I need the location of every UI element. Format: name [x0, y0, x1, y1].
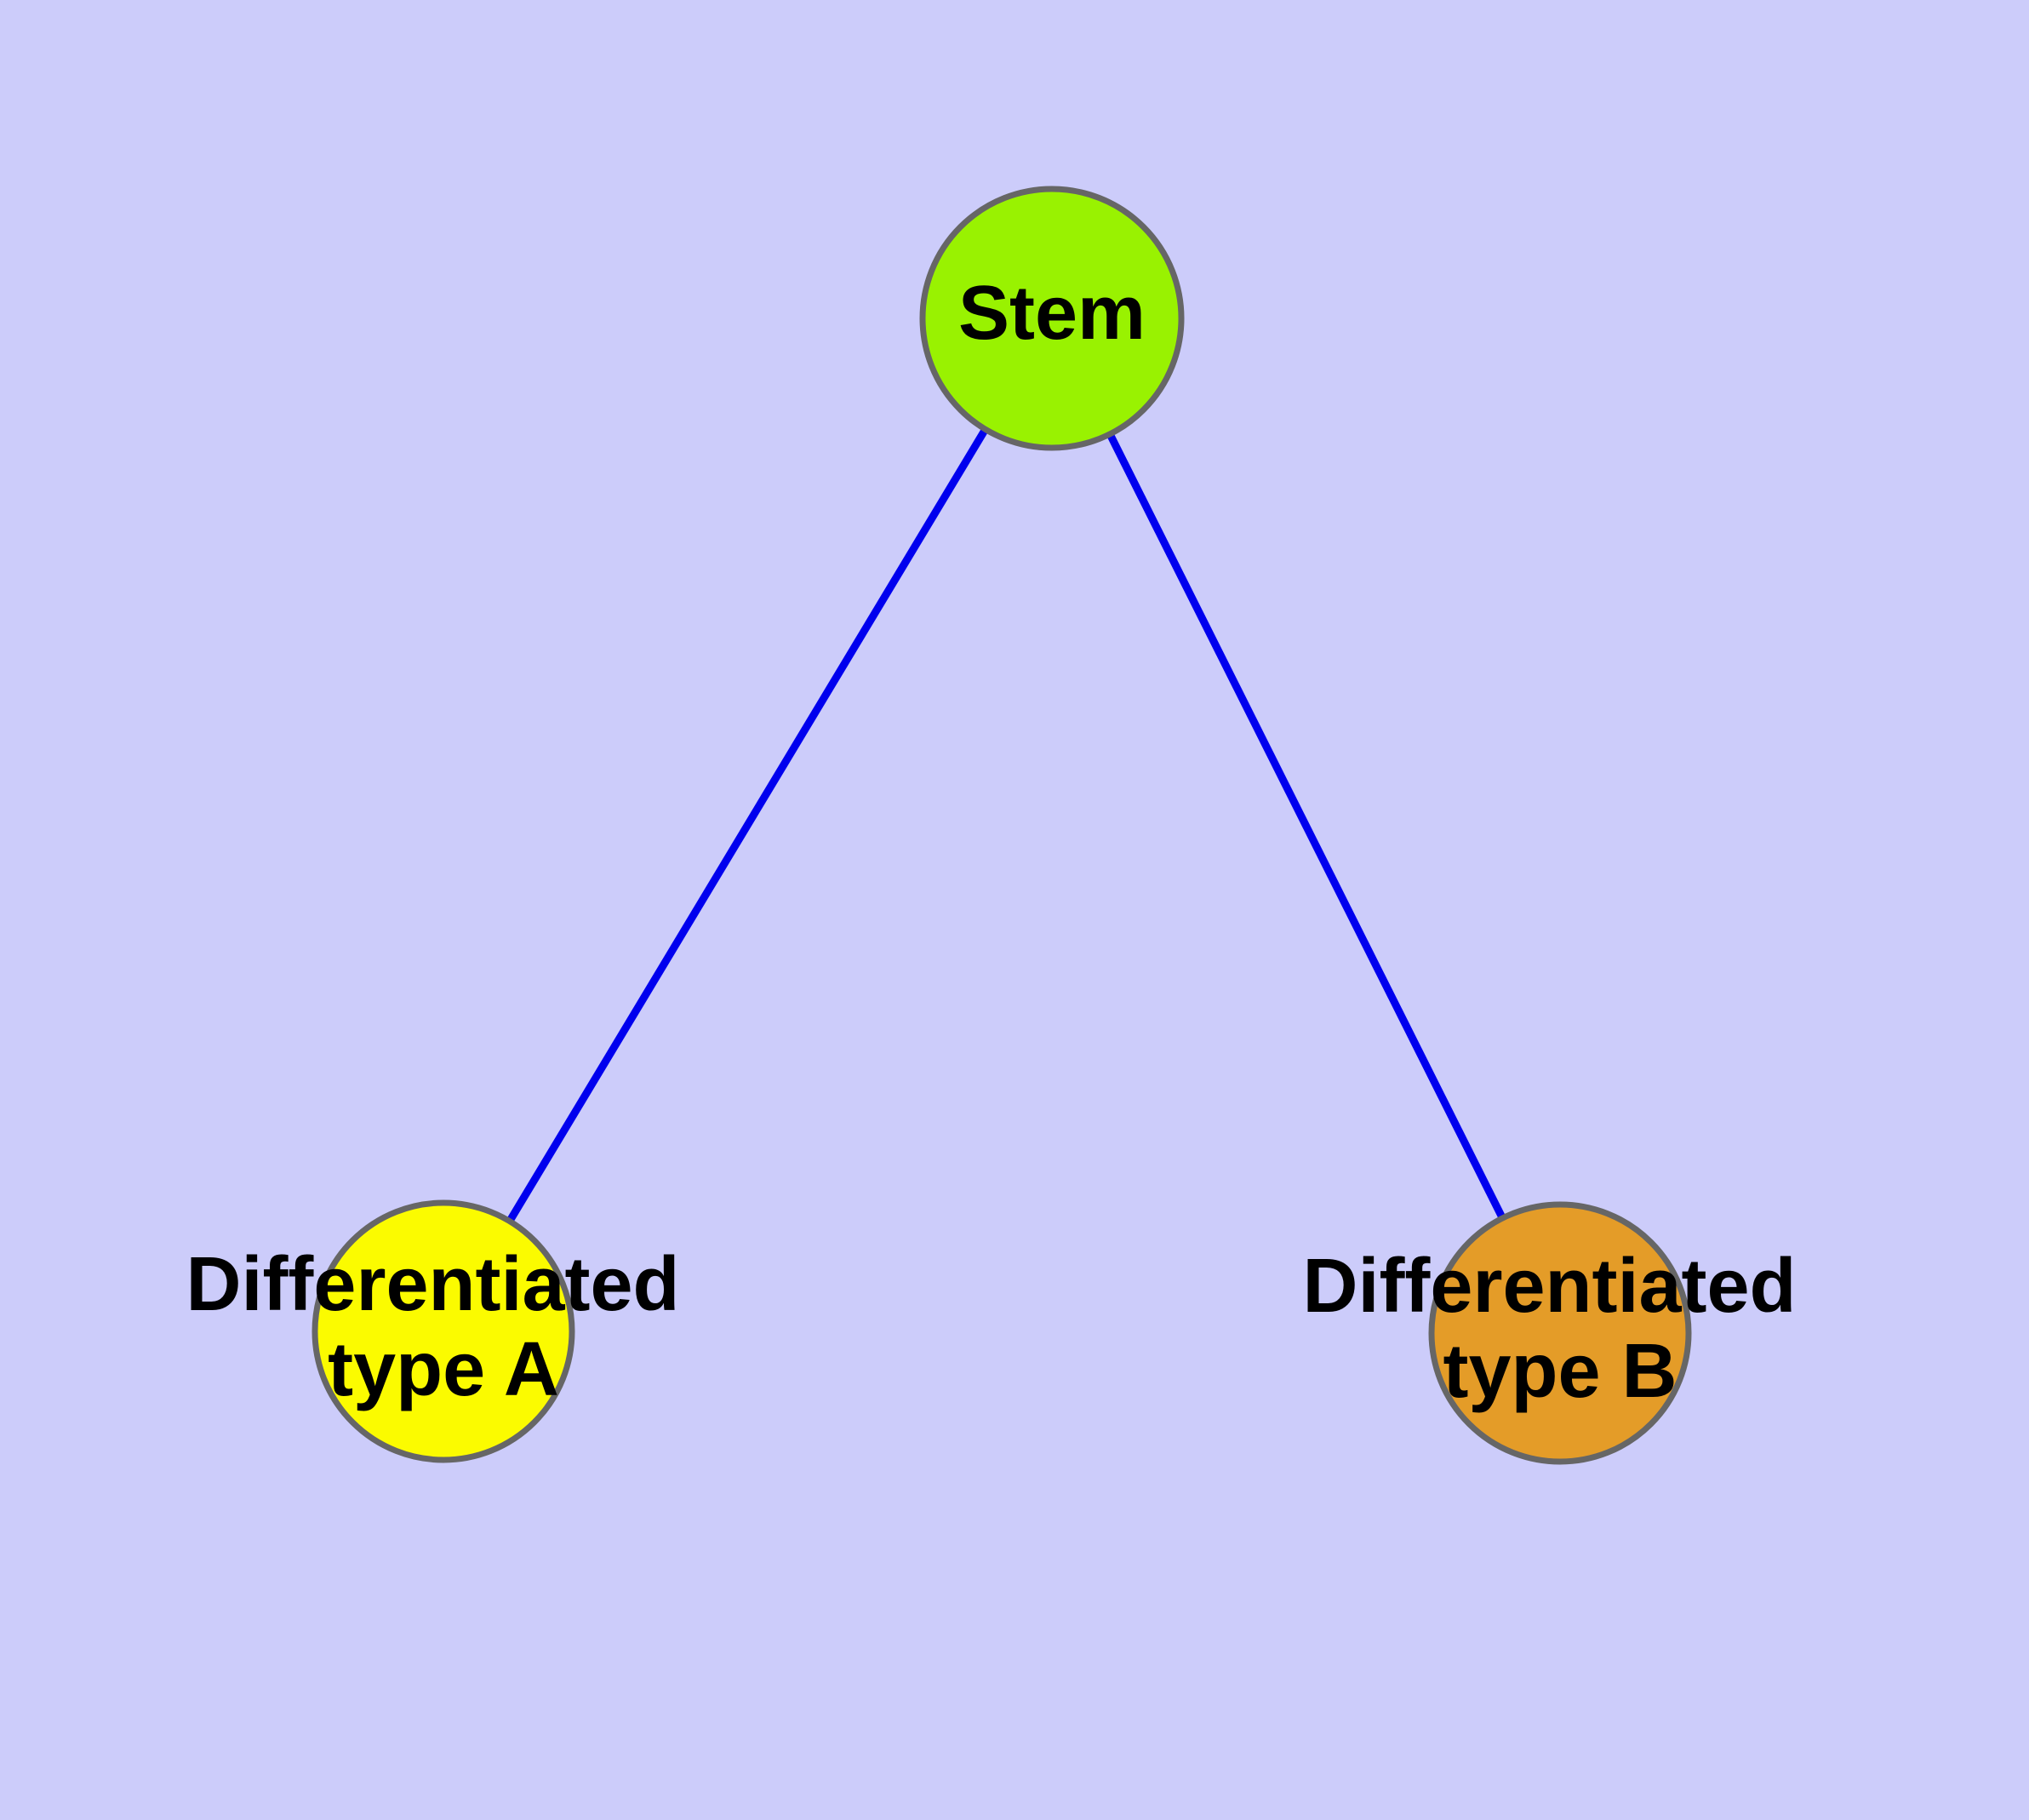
edge-stem-to-diff-a[interactable] — [440, 316, 1055, 1334]
node-diff-a-label: Differentiated type A — [186, 1242, 700, 1412]
edges-layer — [440, 316, 1564, 1336]
nodes-layer — [311, 186, 1692, 1465]
node-diff-b-label-line-1: Differentiated — [1302, 1244, 1796, 1329]
node-diff-a-circle[interactable] — [311, 1199, 575, 1463]
node-diff-a-label-line-1: Differentiated — [186, 1242, 679, 1327]
node-diff-a-label-line-2: type A — [328, 1327, 559, 1412]
node-stem[interactable] — [919, 186, 1185, 451]
edge-stem-to-diff-b[interactable] — [1048, 316, 1564, 1336]
labels-layer: Stem Differentiated type A Differentiate… — [186, 271, 1817, 1414]
node-stem-label-line-1: Stem — [958, 271, 1146, 356]
node-stem-circle[interactable] — [919, 186, 1185, 451]
node-stem-label: Stem — [958, 271, 1146, 356]
node-diff-b-label-line-2: type B — [1443, 1329, 1677, 1414]
node-diff-b-label: Differentiated type B — [1302, 1244, 1817, 1414]
node-diff-b-circle[interactable] — [1428, 1201, 1692, 1465]
node-diff-b[interactable] — [1428, 1201, 1692, 1465]
node-diff-a[interactable] — [311, 1199, 575, 1463]
